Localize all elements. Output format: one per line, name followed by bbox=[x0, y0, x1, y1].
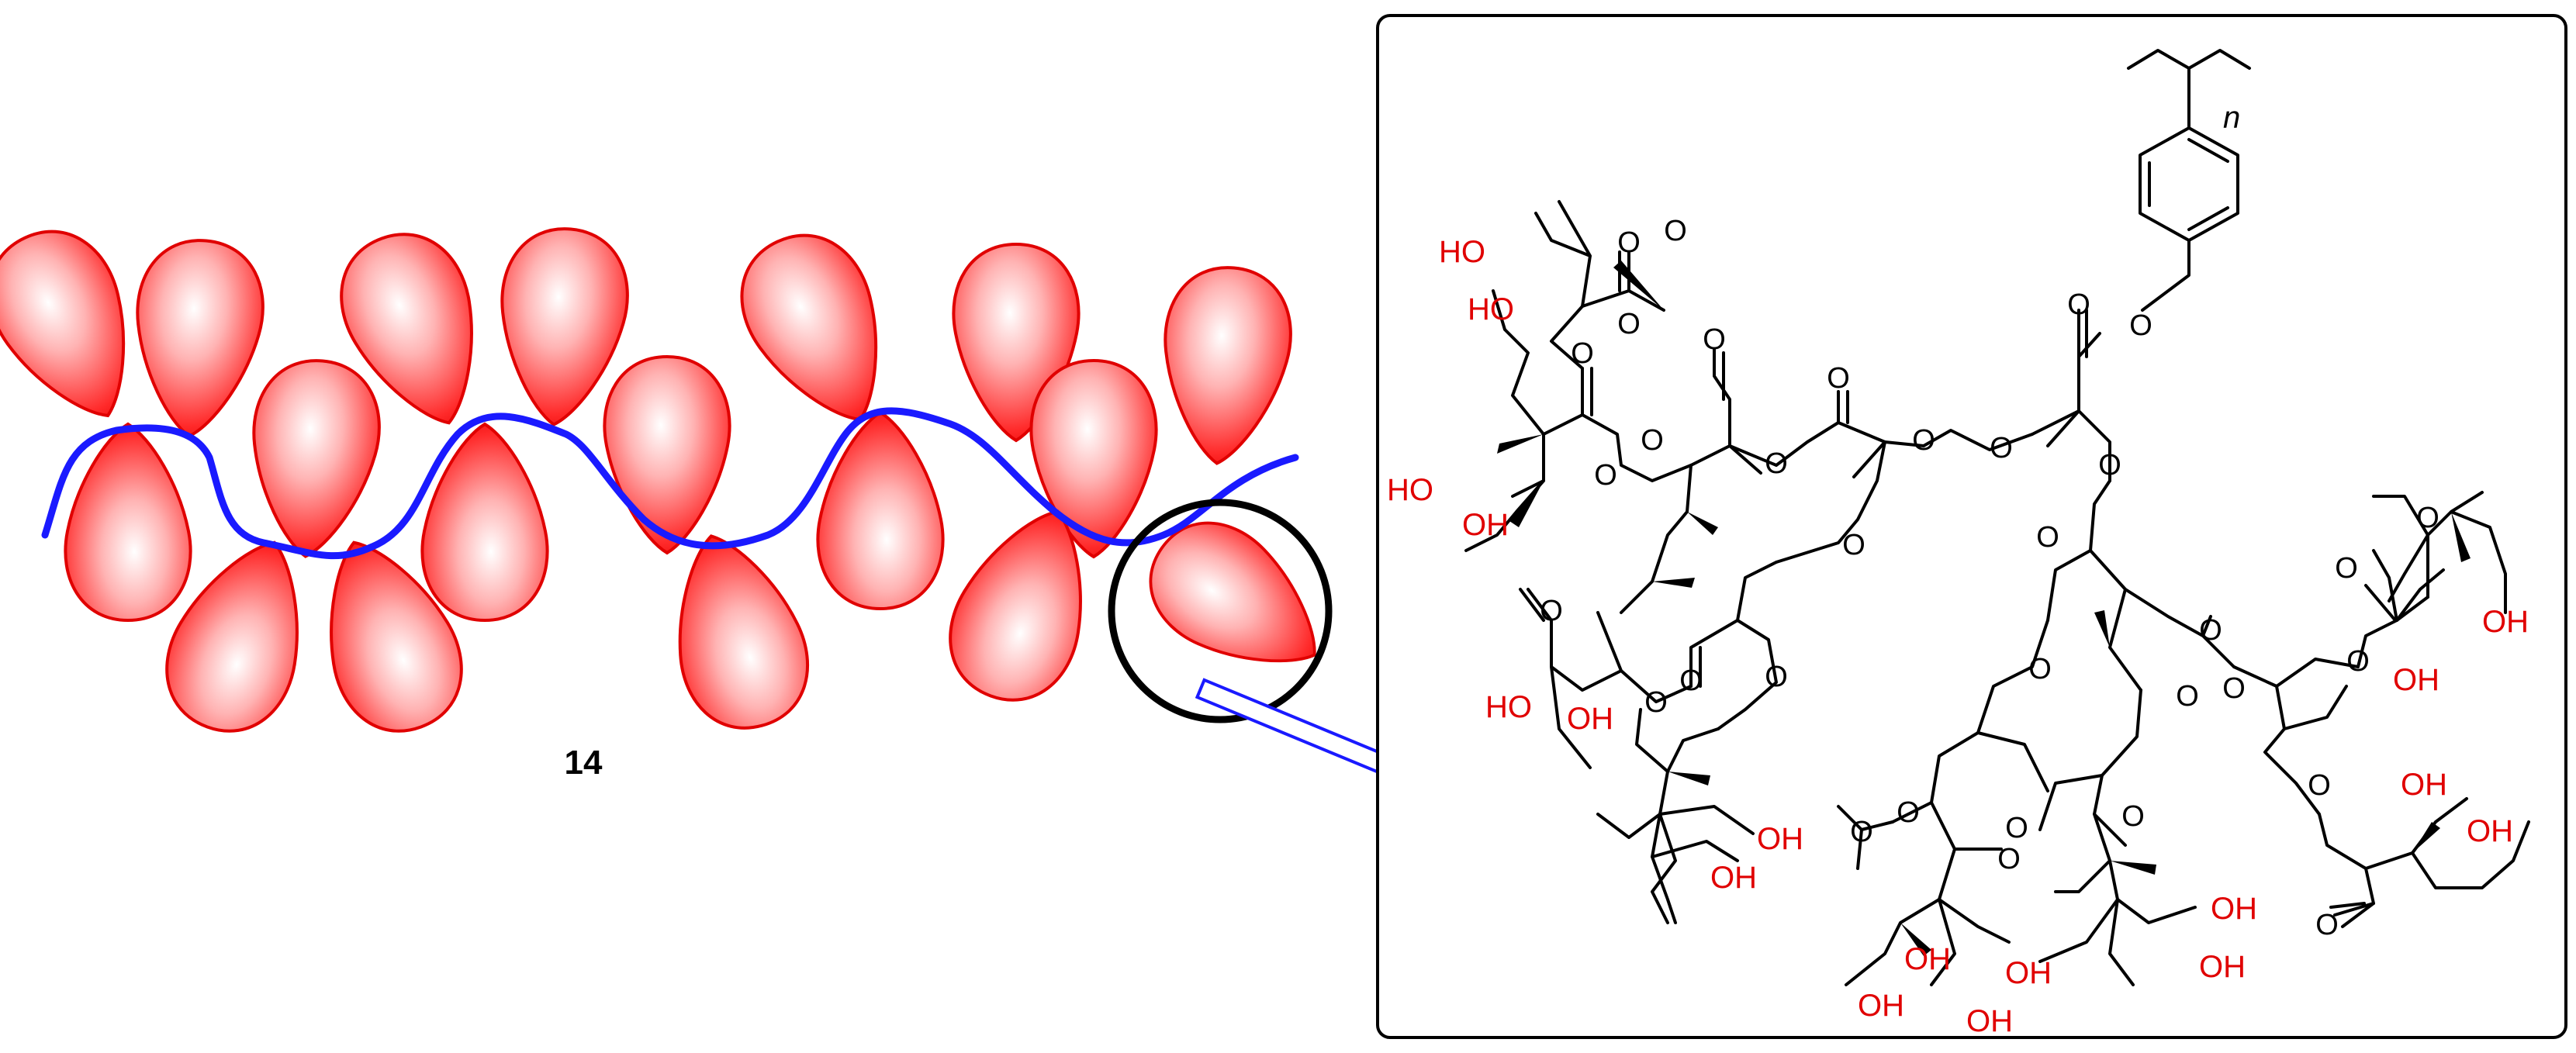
hydroxyl-label: OH bbox=[2467, 814, 2513, 848]
hydroxyl-label: OH bbox=[1858, 989, 1904, 1023]
oxygen-label: O bbox=[1664, 215, 1687, 247]
bond-skeleton bbox=[1464, 49, 2530, 986]
oxygen-label: O bbox=[1644, 686, 1668, 719]
hydroxyl-label: OH bbox=[2482, 605, 2529, 639]
oxygen-label: O bbox=[2005, 812, 2028, 844]
oxygen-label: O bbox=[2315, 909, 2339, 941]
hydroxyl-label: OH bbox=[2005, 956, 2052, 990]
oxygen-label: O bbox=[2308, 769, 2331, 802]
dendron-lobe bbox=[603, 355, 731, 554]
oxygen-label: O bbox=[1617, 308, 1641, 340]
oxygen-label: O bbox=[1703, 323, 1726, 356]
dendron-lobe bbox=[125, 233, 271, 444]
dendron-lobes bbox=[0, 209, 1350, 751]
hydroxyl-label: OH bbox=[2393, 663, 2439, 697]
oxygen-label: O bbox=[1679, 665, 1703, 697]
oxygen-label: O bbox=[2176, 680, 2199, 713]
oxygen-label: O bbox=[2416, 502, 2439, 534]
oxygen-label: O bbox=[2121, 800, 2145, 833]
hydroxyl-label: HO bbox=[1485, 690, 1532, 724]
polymer-backbone bbox=[41, 407, 1299, 560]
oxygen-label: O bbox=[1990, 432, 2013, 464]
stereo-wedges bbox=[1497, 261, 2471, 956]
oxygen-label: O bbox=[1842, 529, 1865, 561]
dendron-lobe bbox=[241, 354, 387, 564]
oxygen-label: O bbox=[2067, 288, 2090, 321]
hydroxyl-groups: HO HO HO OH HO OH OH OH OH OH OH OH OH O… bbox=[1387, 235, 2529, 1038]
oxygen-label: O bbox=[1571, 337, 1594, 370]
hydroxyl-label: HO bbox=[1468, 292, 1514, 326]
compound-label: 14 bbox=[565, 744, 603, 782]
hydroxyl-label: OH bbox=[1757, 822, 1803, 856]
oxygen-label: O bbox=[1641, 424, 1664, 457]
oxygen-label: O bbox=[2335, 552, 2358, 585]
hydroxyl-label: OH bbox=[2401, 768, 2447, 802]
oxygen-atoms: O O O O O O O O O O O O O O O O O O O O … bbox=[1540, 215, 2439, 941]
oxygen-label: O bbox=[1540, 595, 1563, 627]
oxygen-label: O bbox=[1765, 447, 1788, 480]
dendron-lobe bbox=[1153, 261, 1298, 471]
hydroxyl-label: OH bbox=[2211, 892, 2257, 926]
oxygen-label: O bbox=[2346, 645, 2370, 678]
oxygen-label: O bbox=[1827, 362, 1850, 395]
oxygen-label: O bbox=[2129, 309, 2152, 342]
repeat-unit-subscript: n bbox=[2223, 101, 2240, 135]
dendron-structure: O O O O O O O O O O O O O O O O O O O O … bbox=[1387, 49, 2530, 1038]
oxygen-label: O bbox=[2222, 672, 2246, 705]
dendron-lobe bbox=[64, 423, 192, 622]
dendron-lobe-highlighted bbox=[1125, 498, 1350, 706]
hydroxyl-label: OH bbox=[2199, 950, 2246, 984]
oxygen-label: O bbox=[1997, 843, 2021, 875]
oxygen-label: O bbox=[1617, 226, 1641, 259]
oxygen-label: O bbox=[1765, 661, 1788, 693]
dendron-lobe bbox=[649, 518, 825, 744]
oxygen-label: O bbox=[1897, 796, 1920, 829]
oxygen-label: O bbox=[2036, 521, 2059, 554]
hydroxyl-label: OH bbox=[1710, 861, 1757, 895]
oxygen-label: O bbox=[1594, 459, 1617, 492]
hydroxyl-label: OH bbox=[1904, 942, 1951, 976]
oxygen-label: O bbox=[1912, 424, 1935, 457]
oxygen-label: O bbox=[2028, 653, 2052, 685]
hydroxyl-label: HO bbox=[1387, 473, 1433, 507]
structure-panel bbox=[1376, 14, 2567, 1039]
hydroxyl-label: HO bbox=[1439, 235, 1485, 269]
zoom-circle bbox=[1108, 499, 1333, 723]
hydroxyl-label: OH bbox=[1462, 508, 1509, 542]
oxygen-label: O bbox=[2098, 449, 2121, 482]
oxygen-label: O bbox=[2199, 614, 2222, 647]
hydroxyl-label: OH bbox=[1966, 1004, 2013, 1038]
oxygen-label: O bbox=[1850, 816, 1873, 848]
hydroxyl-label: OH bbox=[1567, 702, 1613, 736]
